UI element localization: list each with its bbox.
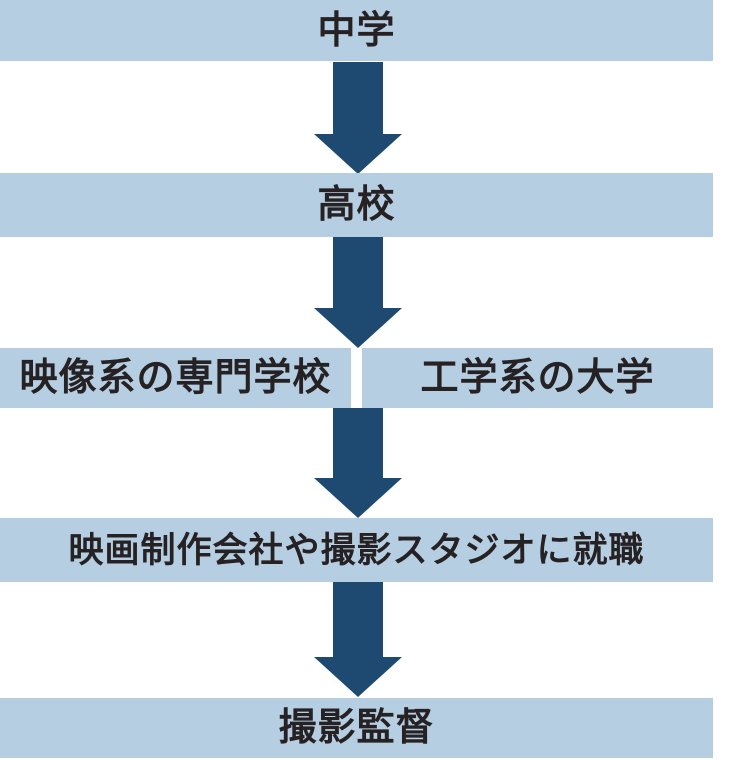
arrow-shaft <box>333 582 383 657</box>
step-box-cinematographer: 撮影監督 <box>0 698 713 758</box>
arrow-head <box>314 657 402 697</box>
arrow-shaft <box>333 237 383 308</box>
step-label-high-school: 高校 <box>317 184 396 226</box>
step-label-engineering-university: 工学系の大学 <box>420 357 655 399</box>
step-label-cinematographer: 撮影監督 <box>278 707 435 749</box>
step-box-engineering-university: 工学系の大学 <box>362 348 713 408</box>
step-box-employment: 映画制作会社や撮影スタジオに就職 <box>0 518 713 582</box>
down-arrow-icon <box>314 237 402 348</box>
down-arrow-icon <box>314 408 402 518</box>
down-arrow-icon <box>314 582 402 697</box>
step-box-middle-school: 中学 <box>0 0 713 61</box>
arrow-head <box>314 308 402 348</box>
step-label-employment: 映画制作会社や撮影スタジオに就職 <box>68 530 645 570</box>
step-box-film-vocational-school: 映像系の専門学校 <box>0 348 351 408</box>
step-box-high-school: 高校 <box>0 173 713 237</box>
arrow-shaft <box>333 408 383 478</box>
arrow-head <box>314 134 402 174</box>
arrow-shaft <box>333 62 383 134</box>
down-arrow-icon <box>314 62 402 174</box>
step-label-middle-school: 中学 <box>317 9 396 52</box>
arrow-head <box>314 478 402 518</box>
step-label-film-vocational-school: 映像系の専門学校 <box>19 357 332 399</box>
